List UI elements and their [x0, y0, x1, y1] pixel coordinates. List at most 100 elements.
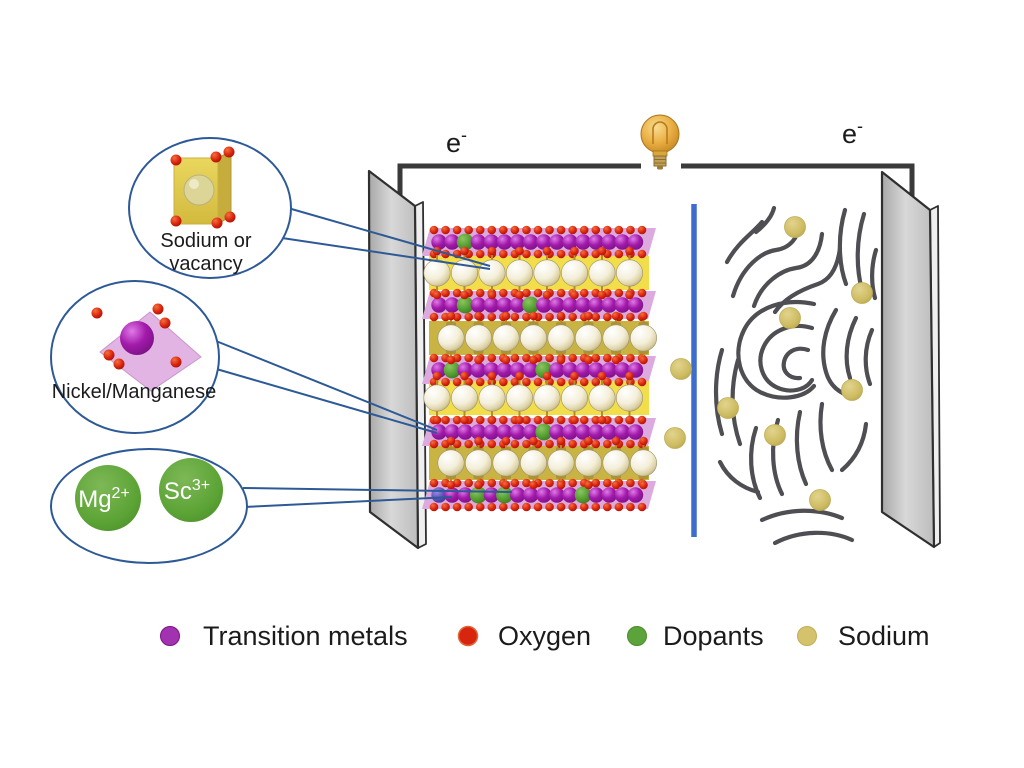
oxygen-atom — [501, 436, 511, 446]
oxygen-atom — [639, 436, 648, 446]
sodium-site-atom — [423, 384, 451, 412]
oxygen-atom — [515, 371, 524, 381]
oxygen-atom — [501, 355, 511, 365]
transition-metal-atom — [549, 362, 565, 378]
oxygen-atom — [441, 288, 450, 298]
sc-sup: 3+ — [192, 477, 210, 494]
sodium-site-atom — [560, 384, 588, 412]
oxygen-atom — [499, 415, 508, 425]
oxygen-atom — [441, 415, 450, 425]
oxygen-atom — [579, 288, 589, 298]
oxygen-atom — [487, 502, 497, 512]
oxygen-atom — [637, 249, 647, 259]
sodium-ion — [717, 397, 739, 419]
oxygen-atom — [522, 312, 531, 322]
oxygen-atom — [603, 377, 612, 387]
oxygen-atom — [545, 439, 554, 449]
oxygen-atom — [510, 478, 520, 488]
oxygen-atom — [611, 436, 621, 446]
oxygen-atom — [464, 478, 473, 488]
transition-metal-atom — [536, 487, 552, 503]
electron-left-base: e — [446, 128, 461, 158]
oxygen-atom — [522, 439, 531, 449]
oxygen-atom — [637, 288, 647, 298]
oxygen-atom — [614, 502, 624, 512]
oxygen-atom — [446, 311, 456, 321]
dopant-atom — [522, 296, 540, 314]
sodium-site-atom — [547, 324, 575, 352]
oxygen-atom — [529, 355, 538, 365]
transition-metal-atom — [470, 362, 486, 378]
sodium-ion — [809, 489, 831, 511]
oxygen-atom — [579, 377, 589, 387]
oxygen-atom — [556, 480, 566, 490]
oxygen-atom — [570, 290, 579, 300]
mg-ion-label: Mg2+ — [78, 485, 130, 513]
transition-metal-atom — [509, 424, 526, 440]
transition-metal-atom — [509, 487, 526, 503]
oxygen-atom — [611, 311, 621, 321]
sodium-ion — [664, 427, 686, 449]
mg-ion-circle — [75, 465, 141, 531]
transition-metal-atom — [523, 487, 539, 503]
oxygen-atom — [533, 377, 543, 387]
electron-label-left: e- — [446, 125, 467, 158]
transition-metal-atom — [496, 424, 513, 440]
oxygen-atom — [475, 502, 485, 512]
oxygen-atom — [568, 502, 577, 512]
sc-ion-label: Sc3+ — [164, 477, 210, 505]
oxygen-atom — [639, 355, 648, 365]
oxygen-atom — [452, 415, 462, 425]
oxygen-atom — [626, 312, 635, 322]
callout-sodium-vacancy: Sodium or vacancy — [128, 137, 491, 279]
carbon-layer-curve — [772, 245, 843, 315]
sodium-ion — [670, 358, 692, 380]
carbon-layer-curve — [713, 347, 725, 437]
oxygen-atom — [591, 478, 601, 488]
oxygen-atom — [429, 439, 439, 449]
oxygen-atom — [542, 290, 552, 300]
sodium-site-atom — [464, 324, 492, 352]
transition-metal-atom — [601, 487, 617, 503]
oxygen-atom — [603, 225, 612, 235]
oxygen-atom — [545, 312, 554, 322]
oxygen-atom — [522, 502, 531, 512]
sodium-site-atom — [437, 324, 465, 352]
oxygen-atom — [464, 225, 473, 235]
legend-label-oxygen: Oxygen — [498, 621, 591, 651]
transition-metal-atom — [575, 424, 591, 440]
anode-current-collector — [880, 170, 941, 549]
oxygen-atom — [429, 312, 439, 322]
oxygen-atom — [545, 225, 554, 235]
oxygen-atom — [522, 353, 531, 363]
oxygen-atom — [487, 371, 497, 381]
transition-metal-atom — [627, 234, 644, 250]
legend-label-transition-metals: Transition metals — [203, 621, 408, 651]
oxygen-atom — [475, 377, 485, 387]
carbon-layer-curve — [781, 346, 811, 381]
sodium-site-atom — [615, 259, 643, 287]
oxygen-atom — [452, 288, 462, 298]
oxygen-atom — [460, 246, 469, 256]
oxygen-atom — [475, 225, 485, 235]
electron-right-sup: - — [857, 116, 863, 136]
oxygen-atom — [556, 288, 566, 298]
transition-metal-atom — [457, 424, 473, 440]
oxygen-atom — [487, 225, 497, 235]
transition-metal-atom — [483, 297, 500, 313]
transition-metal-atom — [509, 234, 526, 250]
oxygen-atom — [522, 249, 531, 259]
oxygen-atom — [522, 478, 531, 488]
oxygen-atom — [556, 225, 566, 235]
legend-label-dopants: Dopants — [663, 621, 764, 651]
sodium-ion — [784, 216, 806, 238]
oxygen-atom — [637, 377, 647, 387]
transition-metal-atom — [470, 297, 486, 313]
callout-label-sodium-line1: Sodium or — [160, 230, 251, 252]
oxygen-atom — [570, 415, 579, 425]
transition-metal-atom — [575, 362, 591, 378]
transition-metal-atom — [523, 362, 539, 378]
oxygen-atom — [487, 415, 497, 425]
oxygen-atom — [452, 377, 462, 387]
